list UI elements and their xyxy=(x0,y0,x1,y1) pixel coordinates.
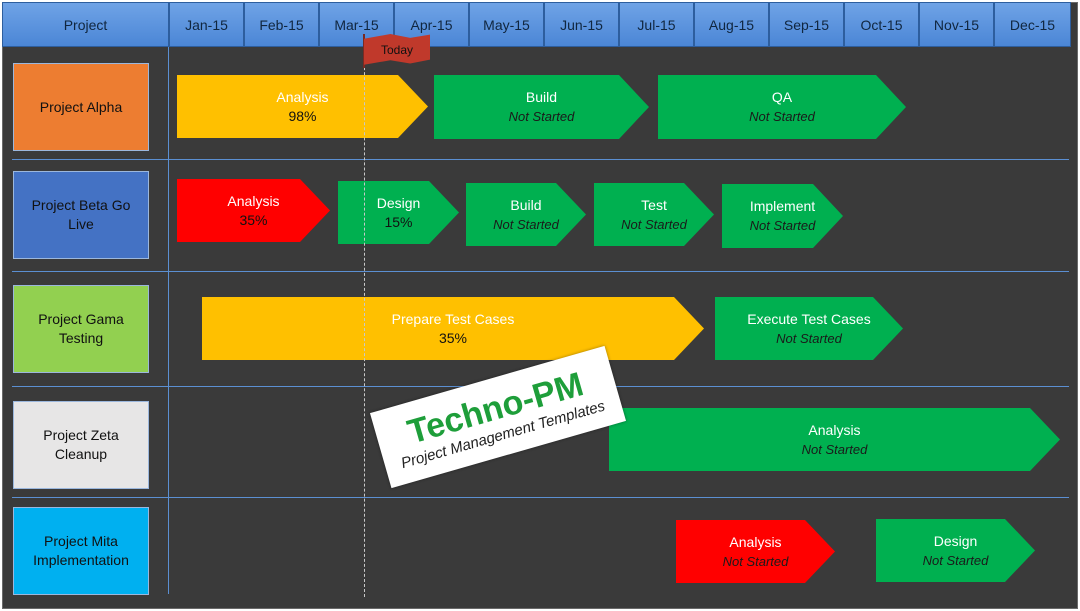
month-may: May-15 xyxy=(469,2,544,47)
task-name: Analysis xyxy=(276,88,329,105)
task-status: Not Started xyxy=(621,216,687,232)
project-column-divider xyxy=(168,47,169,594)
today-label: Today xyxy=(380,43,414,57)
task-bar-beta-design[interactable]: Design 15% xyxy=(338,181,459,244)
task-name: Design xyxy=(933,532,978,549)
task-name: Execute Test Cases xyxy=(747,310,871,327)
task-bar-gama-execute[interactable]: Execute Test Cases Not Started xyxy=(715,297,903,360)
task-bar-alpha-analysis[interactable]: Analysis 98% xyxy=(177,75,428,138)
month-sep: Sep-15 xyxy=(769,2,844,47)
project-label-beta[interactable]: Project Beta Go Live xyxy=(13,171,149,259)
month-mar: Mar-15 xyxy=(319,2,394,47)
task-bar-alpha-build[interactable]: Build Not Started xyxy=(434,75,649,139)
task-name: Prepare Test Cases xyxy=(391,310,515,327)
timeline-header: Project Jan-15 Feb-15 Mar-15 Apr-15 May-… xyxy=(2,2,1078,47)
task-name: Analysis xyxy=(808,421,861,438)
month-jun: Jun-15 xyxy=(544,2,619,47)
task-bar-gama-prepare[interactable]: Prepare Test Cases 35% xyxy=(202,297,704,360)
task-status: Not Started xyxy=(922,552,989,568)
project-label-mita[interactable]: Project Mita Implementation xyxy=(13,507,149,595)
task-name: Analysis xyxy=(227,192,280,209)
task-bar-beta-implement[interactable]: Implement Not Started xyxy=(722,184,843,248)
task-status: Not Started xyxy=(493,216,559,232)
task-name: Test xyxy=(641,196,667,213)
task-status: Not Started xyxy=(722,553,789,569)
task-status: Not Started xyxy=(508,109,575,124)
month-jan: Jan-15 xyxy=(169,2,244,47)
task-name: QA xyxy=(771,89,793,105)
task-status: 35% xyxy=(239,211,268,228)
month-nov: Nov-15 xyxy=(919,2,994,47)
today-flag: Today xyxy=(364,34,430,65)
month-oct: Oct-15 xyxy=(844,2,919,47)
project-label-alpha[interactable]: Project Alpha xyxy=(13,63,149,151)
project-label-zeta[interactable]: Project Zeta Cleanup xyxy=(13,401,149,489)
task-name: Build xyxy=(510,196,542,213)
task-status: Not Started xyxy=(776,330,842,346)
month-feb: Feb-15 xyxy=(244,2,319,47)
task-name: Build xyxy=(525,89,558,105)
row-divider xyxy=(12,159,1069,160)
month-dec: Dec-15 xyxy=(994,2,1071,47)
task-bar-beta-build[interactable]: Build Not Started xyxy=(466,183,586,246)
row-divider xyxy=(12,497,1069,498)
month-aug: Aug-15 xyxy=(694,2,769,47)
task-status: 15% xyxy=(384,213,413,230)
task-bar-mita-design[interactable]: Design Not Started xyxy=(876,519,1035,582)
task-status: Not Started xyxy=(801,441,868,457)
month-jul: Jul-15 xyxy=(619,2,694,47)
task-bar-beta-test[interactable]: Test Not Started xyxy=(594,183,714,246)
today-line xyxy=(364,47,365,597)
task-name: Design xyxy=(376,194,421,211)
task-name: Implement xyxy=(749,198,816,214)
task-status: 35% xyxy=(438,329,468,346)
task-status: Not Started xyxy=(749,218,816,233)
task-name: Analysis xyxy=(729,533,782,550)
task-bar-mita-analysis[interactable]: Analysis Not Started xyxy=(676,520,835,583)
task-bar-zeta-analysis[interactable]: Analysis Not Started xyxy=(609,408,1060,471)
task-status: Not Started xyxy=(749,109,815,124)
task-status: 98% xyxy=(288,107,317,124)
project-column-header: Project xyxy=(2,2,169,47)
task-bar-alpha-qa[interactable]: QA Not Started xyxy=(658,75,906,139)
task-bar-beta-analysis[interactable]: Analysis 35% xyxy=(177,179,330,242)
project-label-gama[interactable]: Project Gama Testing xyxy=(13,285,149,373)
row-divider xyxy=(12,271,1069,272)
